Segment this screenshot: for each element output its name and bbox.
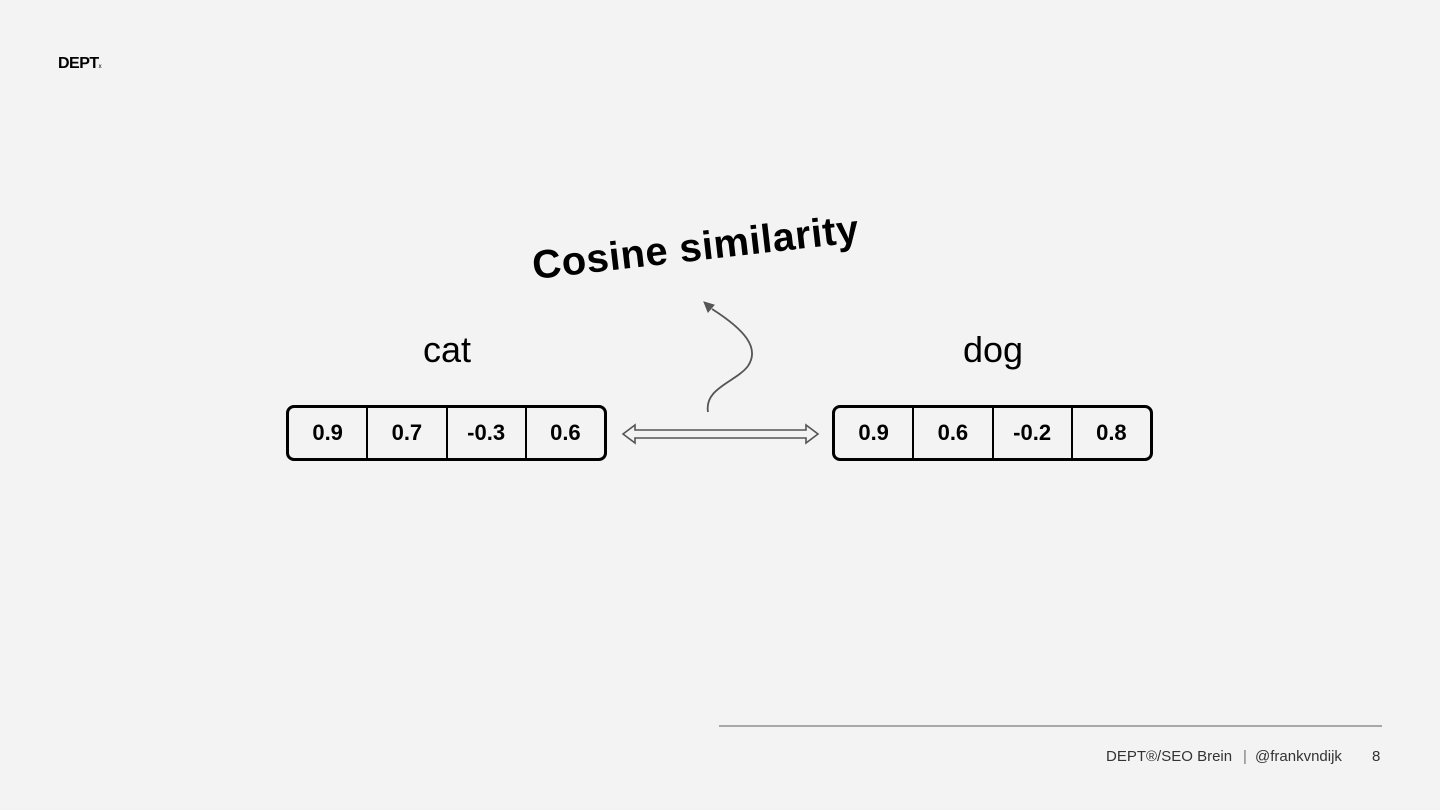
- vector-cell: -0.3: [448, 408, 527, 458]
- curved-arrow-icon: [703, 301, 753, 413]
- dept-logo: DEPTx: [58, 55, 102, 73]
- page-number: 8: [1372, 748, 1381, 765]
- vector-cell: -0.2: [994, 408, 1073, 458]
- vector-cat: 0.9 0.7 -0.3 0.6: [286, 405, 607, 461]
- word-label-cat: cat: [422, 329, 472, 370]
- footer-separator: |: [1243, 748, 1247, 765]
- vector-cell: 0.7: [368, 408, 448, 458]
- word-label-dog: dog: [962, 329, 1024, 370]
- footer-divider: [719, 725, 1382, 727]
- vector-cell: 0.9: [835, 408, 915, 458]
- vector-cell: 0.8: [1096, 420, 1127, 445]
- footer-source: DEPT®/SEO Brein: [1106, 748, 1233, 765]
- logo-text: DEPT: [58, 55, 99, 72]
- vector-dog: 0.9 0.6 -0.2 0.8: [832, 405, 1153, 461]
- vector-cell: 0.9: [289, 408, 369, 458]
- vector-cell: 0.6: [550, 420, 581, 445]
- double-arrow-icon: [621, 423, 820, 445]
- footer-handle: @frankvndijk: [1255, 748, 1342, 765]
- vector-cell: 0.6: [914, 408, 994, 458]
- logo-mark: x: [98, 64, 102, 70]
